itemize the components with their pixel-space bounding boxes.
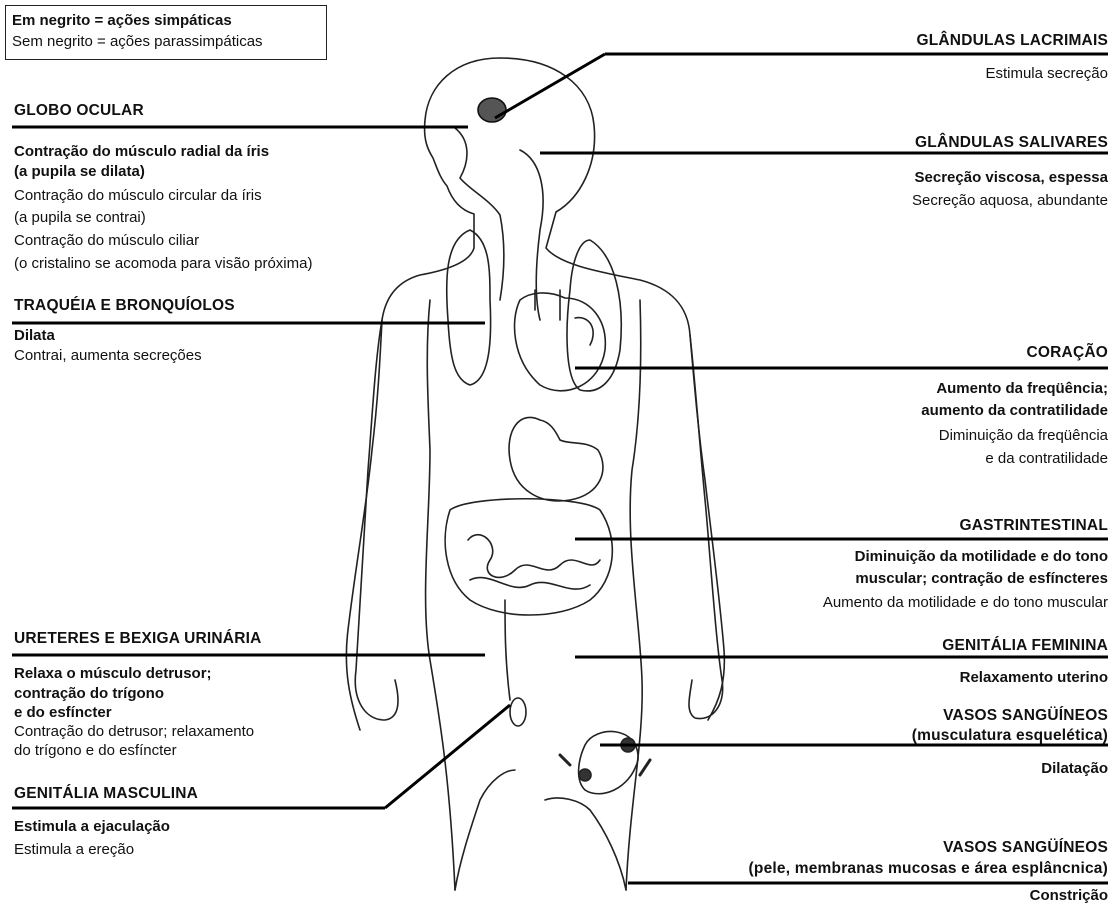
legend-plain: Sem negrito = ações parassimpáticas bbox=[12, 31, 320, 52]
head-outline-right bbox=[500, 58, 724, 720]
lacrimais-title: GLÂNDULAS LACRIMAIS bbox=[916, 31, 1108, 51]
vasos-pele-sym: Constrição bbox=[1030, 886, 1108, 906]
vasos-musc-title1: VASOS SANGÜÍNEOS bbox=[943, 706, 1108, 726]
gastro-sym2: muscular; contração de esfíncteres bbox=[855, 569, 1108, 589]
legend-bold: Em negrito = ações simpáticas bbox=[12, 10, 320, 31]
traqueia-para: Contrai, aumenta secreções bbox=[14, 346, 202, 366]
legend-box: Em negrito = ações simpáticas Sem negrit… bbox=[5, 5, 327, 60]
globo-ocular-para2: (a pupila se contrai) bbox=[14, 208, 146, 228]
salivares-sym: Secreção viscosa, espessa bbox=[915, 168, 1108, 188]
globo-ocular-para4: (o cristalino se acomoda para visão próx… bbox=[14, 254, 312, 274]
ureteres-para2: do trígono e do esfíncter bbox=[14, 741, 177, 761]
right-arm bbox=[689, 335, 723, 719]
ureteres-title: URETERES E BEXIGA URINÁRIA bbox=[14, 629, 262, 649]
ureteres-sym1: Relaxa o músculo detrusor; bbox=[14, 664, 212, 684]
gastro-sym1: Diminuição da motilidade e do tono bbox=[855, 547, 1108, 567]
ureteres-sym3: e do esfíncter bbox=[14, 703, 112, 723]
stomach bbox=[509, 417, 603, 501]
gastro-para: Aumento da motilidade e do tono muscular bbox=[823, 593, 1108, 613]
left-arm bbox=[355, 320, 398, 720]
genitalia-masc-title: GENITÁLIA MASCULINA bbox=[14, 784, 198, 804]
gastro-title: GASTRINTESTINAL bbox=[959, 516, 1108, 536]
genitalia-fem-sym: Relaxamento uterino bbox=[960, 668, 1108, 688]
traqueia-sym: Dilata bbox=[14, 326, 55, 346]
coracao-sym1: Aumento da freqüência; bbox=[936, 379, 1108, 399]
salivares-title: GLÂNDULAS SALIVARES bbox=[915, 133, 1108, 153]
traqueia-title: TRAQUÉIA E BRONQUÍOLOS bbox=[14, 296, 235, 316]
leg-right bbox=[545, 798, 626, 890]
coracao-para2: e da contratilidade bbox=[985, 449, 1108, 469]
leg-left bbox=[455, 770, 515, 890]
genitalia-masc-para: Estimula a ereção bbox=[14, 840, 134, 860]
salivares-para: Secreção aquosa, abundante bbox=[912, 191, 1108, 211]
lung-left bbox=[447, 230, 491, 385]
vasos-musc-sym: Dilatação bbox=[1041, 759, 1108, 779]
line-lacrimais-diag bbox=[495, 54, 605, 118]
torso-left bbox=[426, 300, 455, 890]
ureteres-sym2: contração do trígono bbox=[14, 684, 164, 704]
lacrimais-para: Estimula secreção bbox=[985, 64, 1108, 84]
globo-ocular-title: GLOBO OCULAR bbox=[14, 101, 144, 121]
genitalia-masc-sym: Estimula a ejaculação bbox=[14, 817, 170, 837]
vasos-musc-title2: (musculatura esquelética) bbox=[912, 726, 1108, 746]
globo-ocular-sym1: Contração do músculo radial da íris bbox=[14, 142, 269, 162]
vasos-pele-title2: (pele, membranas mucosas e área esplâncn… bbox=[749, 859, 1108, 879]
head-outline bbox=[346, 58, 500, 730]
globo-ocular-para3: Contração do músculo ciliar bbox=[14, 231, 199, 251]
intestines bbox=[445, 499, 612, 615]
ureteres-para1: Contração do detrusor; relaxamento bbox=[14, 722, 254, 742]
coracao-para1: Diminuição da freqüência bbox=[939, 426, 1108, 446]
vasos-pele-title1: VASOS SANGÜÍNEOS bbox=[943, 838, 1108, 858]
globo-ocular-sym2: (a pupila se dilata) bbox=[14, 162, 145, 182]
globo-ocular-para1: Contração do músculo circular da íris bbox=[14, 186, 262, 206]
coracao-title: CORAÇÃO bbox=[1027, 343, 1108, 363]
ureter bbox=[505, 600, 510, 700]
torso-right bbox=[626, 300, 642, 890]
coracao-sym2: aumento da contratilidade bbox=[921, 401, 1108, 421]
eye bbox=[478, 98, 506, 122]
genitalia-fem-title: GENITÁLIA FEMININA bbox=[942, 636, 1108, 656]
airway bbox=[455, 128, 543, 320]
bladder bbox=[510, 698, 526, 726]
